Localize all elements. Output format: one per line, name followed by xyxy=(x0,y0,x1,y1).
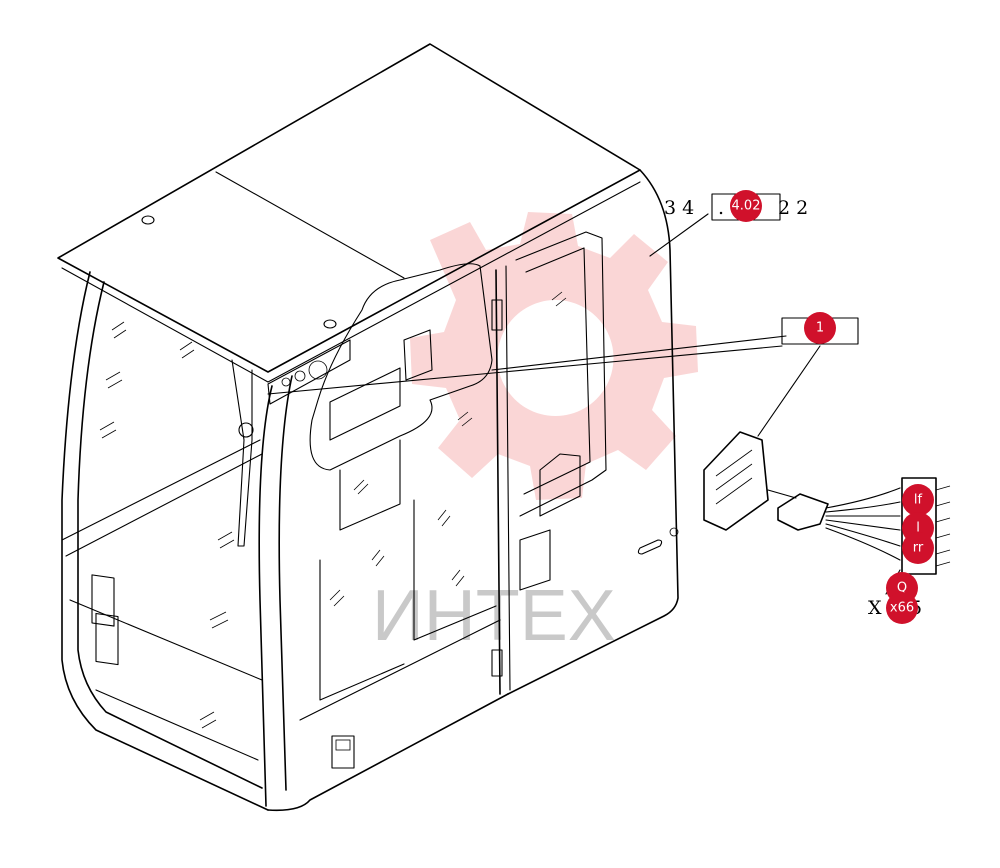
part-number-right: 2 2 xyxy=(778,197,808,219)
badge-rr[interactable]: rr xyxy=(902,532,934,564)
watermark-text: ИНТЕХ xyxy=(372,576,616,656)
part-number-dot: . xyxy=(718,197,724,219)
gear-watermark-icon xyxy=(410,212,698,500)
cab-body xyxy=(57,43,679,812)
leader-lines xyxy=(267,213,821,437)
badge-lf[interactable]: lf xyxy=(902,484,934,516)
badge-ref-4-02[interactable]: 4.02 xyxy=(730,190,762,222)
badge-x66[interactable]: x66 xyxy=(886,592,918,624)
electrical-box xyxy=(703,431,951,595)
connector-label-prefix: X xyxy=(868,597,882,619)
part-number-left: 3 4 xyxy=(664,197,694,219)
badge-item-1[interactable]: 1 xyxy=(804,312,836,344)
